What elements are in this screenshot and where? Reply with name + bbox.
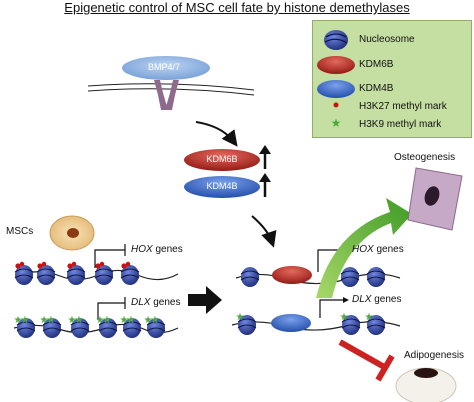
hox-genes-label-right: HOX genes	[352, 244, 404, 255]
hox-genes-label-left: HOX genes	[131, 244, 183, 255]
h3k9-methyl-mark: ★	[47, 315, 56, 326]
h3k9-methyl-mark: ★	[103, 315, 112, 326]
legend-h3k9-mark-icon: ★	[331, 116, 342, 130]
diagram-title: Epigenetic control of MSC cell fate by h…	[64, 0, 410, 15]
nucleosome-icon: ★★	[96, 315, 118, 338]
kdm6b-label: KDM6B	[206, 154, 238, 164]
h3k27-methyl-mark	[15, 263, 21, 269]
kdm4b-label: KDM4B	[206, 181, 238, 191]
nucleosome-icon	[340, 267, 360, 287]
bmp-ligand	[122, 56, 210, 80]
h3k9-methyl-mark: ★	[340, 312, 349, 323]
adipogenesis-label: Adipogenesis	[404, 350, 465, 361]
hox-repressed-promoter	[94, 244, 126, 268]
nucleosome-icon: ★	[236, 312, 257, 335]
h3k9-methyl-mark: ★	[96, 315, 105, 326]
nucleosome-icon: ★	[365, 312, 386, 335]
legend-label-kdm4b: KDM4B	[359, 83, 394, 94]
h3k27-methyl-mark	[95, 263, 101, 269]
dlx-genes-label-left: DLX genes	[131, 297, 181, 308]
transition-arrow-icon	[188, 286, 222, 314]
nucleosome-icon	[94, 261, 114, 285]
dlx-genes-label-right: DLX genes	[352, 294, 402, 305]
nucleosome-icon	[240, 267, 260, 287]
nucleosome-icon	[120, 261, 140, 285]
h3k27-methyl-mark	[125, 261, 131, 267]
legend-nucleosome-icon	[324, 30, 348, 50]
h3k9-methyl-mark: ★	[127, 315, 136, 326]
h3k27-methyl-mark	[71, 261, 77, 267]
nucleosome-icon: ★★	[144, 315, 166, 338]
h3k27-methyl-mark	[121, 263, 127, 269]
dlx-active-promoter	[319, 299, 343, 318]
adipocyte-cell-icon	[395, 367, 457, 402]
nucleosome-icon	[366, 267, 386, 287]
osteogenesis-arrow-icon	[316, 198, 412, 298]
dlx-repressed-promoter	[97, 297, 126, 320]
nucleosome-icon: ★	[340, 312, 361, 335]
legend-h3k27-mark-icon	[333, 102, 339, 108]
legend-kdm6b-icon	[317, 56, 355, 74]
legend-label-nucleosome: Nucleosome	[359, 34, 415, 45]
legend-label-h3k27: H3K27 methyl mark	[359, 101, 447, 112]
up-arrow-icon	[259, 145, 271, 197]
kdm4b-enzyme	[184, 176, 260, 198]
adipogenesis-inhibition-icon	[338, 339, 395, 382]
h3k27-methyl-mark	[19, 261, 25, 267]
h3k9-methyl-mark: ★	[144, 315, 153, 326]
kdm6b-enzyme	[184, 149, 260, 171]
h3k27-methyl-mark	[99, 261, 105, 267]
h3k9-methyl-mark: ★	[68, 315, 77, 326]
h3k9-methyl-mark: ★	[75, 315, 84, 326]
kdm4b-on-chromatin	[271, 314, 311, 332]
nucleosome-icon: ★★	[40, 315, 62, 338]
h3k27-methyl-mark	[37, 263, 43, 269]
h3k9-methyl-mark: ★	[151, 315, 160, 326]
kdm6b-on-chromatin	[272, 266, 312, 284]
h3k9-methyl-mark: ★	[236, 312, 245, 323]
msc-cell-icon	[49, 215, 95, 251]
osteoblast-cell-icon	[407, 167, 463, 231]
nucleosome-icon: ★★	[120, 315, 142, 338]
h3k9-methyl-mark: ★	[120, 315, 129, 326]
legend-kdm4b-icon	[317, 80, 355, 98]
dlx-active-arrowhead	[343, 297, 349, 303]
osteogenesis-label: Osteogenesis	[394, 152, 456, 163]
h3k9-methyl-mark: ★	[14, 315, 23, 326]
h3k27-methyl-mark	[41, 261, 47, 267]
h3k9-methyl-mark: ★	[365, 312, 374, 323]
mscs-label: MSCs	[6, 226, 34, 237]
hox-active-promoter	[317, 249, 343, 272]
cell-membrane	[87, 83, 255, 96]
bmp-label: BMP4/7	[148, 62, 181, 72]
nucleosome-icon: ★★	[68, 315, 90, 338]
signal-arrow-2	[251, 215, 277, 248]
legend-label-kdm6b: KDM6B	[359, 59, 394, 70]
nucleosome-icon	[36, 261, 56, 285]
h3k9-methyl-mark: ★	[21, 315, 30, 326]
legend-label-h3k9: H3K9 methyl mark	[359, 119, 442, 130]
signal-arrow-1	[195, 121, 238, 147]
nucleosome-layer: ★★★★★★★★★★★★★★★	[14, 261, 386, 338]
nucleosome-icon	[14, 261, 34, 285]
h3k27-methyl-mark	[67, 263, 73, 269]
bmp-receptor-icon	[154, 80, 179, 110]
nucleosome-icon	[66, 261, 86, 285]
nucleosome-icon: ★★	[14, 315, 36, 338]
h3k9-methyl-mark: ★	[40, 315, 49, 326]
